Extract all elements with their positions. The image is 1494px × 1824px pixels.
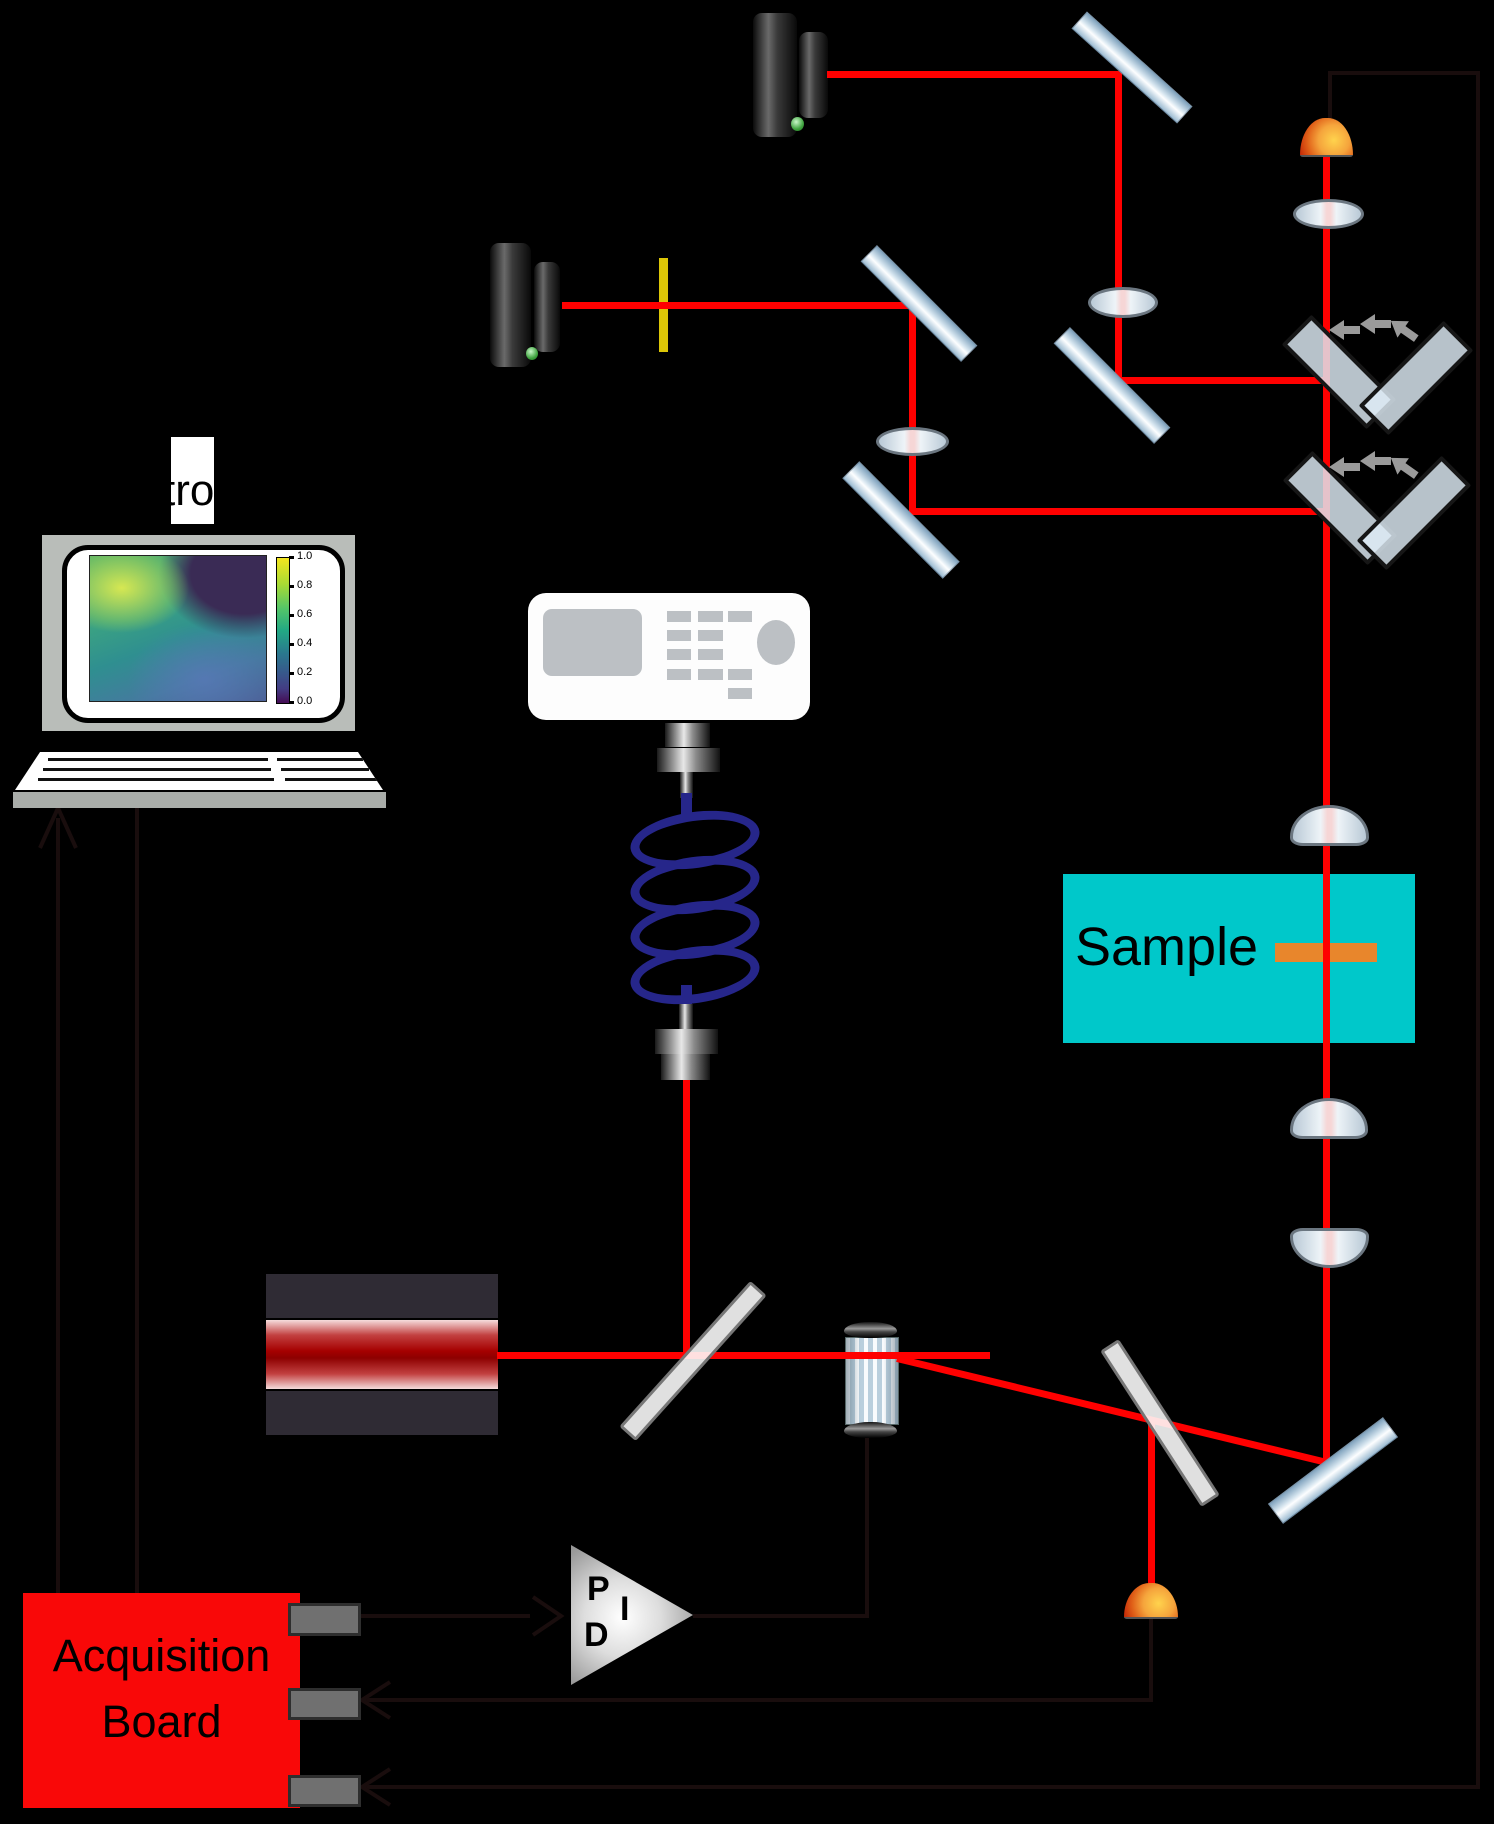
sample-label: Sample bbox=[1075, 917, 1259, 977]
arrow-left-icon bbox=[358, 1680, 392, 1720]
laser-box bbox=[265, 1273, 499, 1436]
beam-detector2-horizontal bbox=[562, 302, 916, 309]
led-icon bbox=[791, 117, 804, 131]
fg-button bbox=[698, 630, 723, 641]
colorbar-label: 0.4 bbox=[297, 637, 313, 649]
colorbar-label: 0.2 bbox=[297, 666, 313, 678]
chopper-cap bbox=[844, 1422, 897, 1438]
laser-housing-top bbox=[266, 1274, 498, 1318]
delay-arrow-icon bbox=[1329, 320, 1360, 340]
arrow-up-icon bbox=[38, 803, 78, 849]
laptop-keyboard bbox=[15, 752, 383, 790]
fg-button bbox=[667, 669, 691, 680]
lens-icon bbox=[1290, 1098, 1368, 1139]
wire-pid-to-chopper bbox=[693, 1438, 869, 1618]
beam-laser-output bbox=[497, 1352, 990, 1359]
cable-stem bbox=[680, 772, 693, 798]
colorbar-tick bbox=[289, 643, 294, 646]
laser-housing-bottom bbox=[266, 1391, 498, 1435]
delay-arrow-icon bbox=[1390, 320, 1419, 342]
fg-knob bbox=[757, 620, 795, 665]
scan-image bbox=[89, 555, 267, 702]
laptop-base bbox=[13, 792, 386, 808]
arrow-right-icon bbox=[531, 1595, 565, 1637]
lens-icon bbox=[1290, 805, 1369, 846]
bnc-connector bbox=[657, 748, 720, 772]
wire-photodiode2-to-board bbox=[362, 1617, 1153, 1702]
clipped-label-box bbox=[171, 437, 214, 524]
colorbar-tick bbox=[289, 672, 294, 675]
fg-button bbox=[667, 630, 691, 641]
beam-to-delay2 bbox=[909, 508, 1330, 515]
cable-stem bbox=[679, 1004, 693, 1029]
detector-lens-barrel bbox=[534, 262, 560, 352]
board-connector-tab bbox=[288, 1688, 361, 1720]
detector-1 bbox=[753, 13, 831, 137]
coil-cable-end bbox=[681, 985, 692, 1007]
detector-lens-barrel bbox=[799, 32, 828, 118]
led-icon bbox=[526, 347, 538, 360]
fg-button bbox=[728, 669, 752, 680]
laser-gain-medium bbox=[266, 1318, 498, 1391]
colorbar-tick bbox=[289, 556, 294, 559]
board-connector-tab bbox=[288, 1603, 361, 1636]
colorbar-label: 1.0 bbox=[297, 550, 313, 562]
chopper-cap bbox=[844, 1322, 897, 1338]
beam-detector1-horizontal bbox=[827, 71, 1121, 78]
beam-vertical-right-top bbox=[1115, 71, 1122, 384]
wire-photodiode1-to-board bbox=[362, 71, 1480, 1789]
key-row bbox=[285, 778, 377, 781]
colorbar-label: 0.6 bbox=[297, 608, 313, 620]
delay-arrow-icon bbox=[1360, 314, 1391, 334]
board-connector-tab bbox=[288, 1775, 361, 1807]
colorbar-tick bbox=[289, 701, 294, 704]
lens-icon bbox=[1293, 199, 1364, 229]
beam-reference-up bbox=[683, 1080, 690, 1359]
bnc-connector bbox=[665, 723, 710, 747]
detector-2 bbox=[490, 243, 562, 367]
detector-body bbox=[490, 243, 531, 367]
colorbar-label: 0.8 bbox=[297, 579, 313, 591]
fg-button bbox=[667, 611, 691, 622]
key-row bbox=[281, 768, 369, 771]
board-label-line1: Acquisition bbox=[52, 1630, 271, 1681]
fg-button bbox=[728, 611, 752, 622]
arrow-left-icon bbox=[358, 1767, 392, 1807]
colorbar-label: 0.0 bbox=[297, 695, 313, 707]
lens-icon bbox=[1088, 287, 1158, 318]
fg-button bbox=[698, 669, 723, 680]
key-row bbox=[277, 758, 363, 761]
pid-label-d: D bbox=[584, 1616, 609, 1654]
pid-label-p: P bbox=[587, 1570, 610, 1608]
function-generator bbox=[528, 593, 810, 720]
fg-button bbox=[728, 688, 752, 699]
key-row bbox=[48, 758, 268, 761]
detector-body bbox=[753, 13, 797, 137]
acquisition-board bbox=[23, 1593, 300, 1808]
colorbar-tick bbox=[289, 614, 294, 617]
board-label-line2: Board bbox=[101, 1696, 222, 1747]
coil-cable-end bbox=[681, 793, 692, 815]
key-row bbox=[43, 768, 271, 771]
pid-label-i: I bbox=[620, 1590, 630, 1628]
key-row bbox=[38, 778, 274, 781]
fg-button bbox=[667, 649, 691, 660]
colorbar bbox=[276, 557, 290, 704]
fg-button bbox=[698, 649, 723, 660]
colorbar-tick bbox=[289, 585, 294, 588]
fg-display bbox=[543, 609, 642, 676]
delay-arrow-icon bbox=[1360, 451, 1391, 471]
beam-to-delay1 bbox=[1115, 377, 1330, 384]
delay-arrow-icon bbox=[1390, 457, 1419, 479]
beam-vertical-mid bbox=[909, 302, 916, 515]
bnc-connector bbox=[661, 1054, 710, 1080]
fg-button bbox=[698, 611, 723, 622]
beam-to-photodiode2 bbox=[1148, 1420, 1155, 1586]
clipped-label-text: tro bbox=[163, 466, 215, 515]
delay-arrow-icon bbox=[1329, 457, 1360, 477]
bnc-connector bbox=[655, 1029, 718, 1054]
lens-icon bbox=[876, 427, 949, 456]
